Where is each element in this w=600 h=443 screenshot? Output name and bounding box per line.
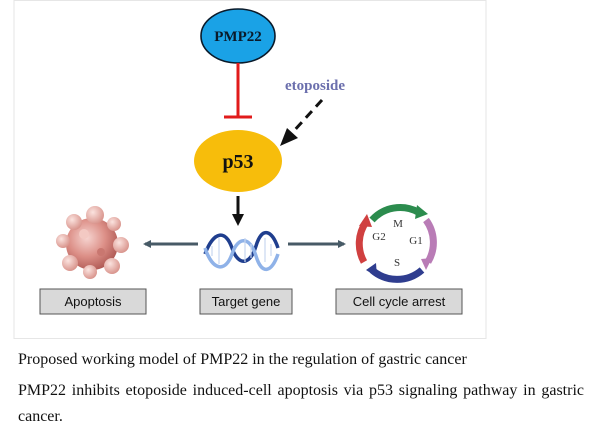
dna-helix-icon [203,231,280,271]
apoptotic-cell-icon [56,206,129,279]
cell-cycle-arrest-label: Cell cycle arrest [353,294,446,309]
apoptosis-label: Apoptosis [64,294,122,309]
target-gene-box: Target gene [199,288,293,315]
p53-label: p53 [222,151,253,173]
inhibition-arrow [224,63,252,119]
pmp22-node: PMP22 [200,8,276,64]
caption-title: Proposed working model of PMP22 in the r… [18,351,467,368]
caption-summary: PMP22 inhibits etoposide induced-cell ap… [18,382,584,425]
phase-g1-label: G1 [409,235,422,247]
target-gene-label: Target gene [212,294,281,309]
cell-cycle-icon: M G1 S G2 [355,204,437,283]
p53-to-gene-arrow [232,196,244,226]
phase-g2-label: G2 [372,231,385,243]
etoposide-arrow [280,98,324,146]
phase-m-label: M [393,218,403,230]
apoptosis-box: Apoptosis [39,288,147,315]
pmp22-label: PMP22 [214,29,261,45]
p53-node: p53 [194,130,282,192]
cell-cycle-arrest-box: Cell cycle arrest [335,288,463,315]
phase-s-label: S [394,257,400,269]
pathway-figure: PMP22 etoposide p53 [13,0,487,339]
etoposide-label: etoposide [285,78,345,94]
